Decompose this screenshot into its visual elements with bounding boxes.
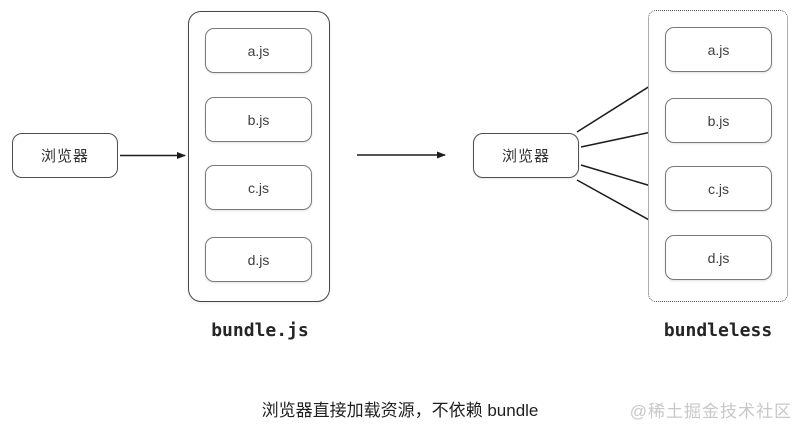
browser-label-left: 浏览器: [40, 148, 89, 165]
bundle-file-box-c: c.js: [205, 165, 312, 210]
file-label: a.js: [707, 41, 730, 58]
bundleless-file-box-d: d.js: [665, 235, 772, 280]
browser-box-right: 浏览器: [473, 133, 579, 178]
file-label: a.js: [247, 42, 270, 59]
file-label: c.js: [248, 179, 269, 196]
watermark: @稀土掘金技术社区: [629, 402, 792, 421]
bundle-container: a.js b.js c.js d.js: [188, 11, 330, 302]
bundle-file-box-d: d.js: [205, 237, 312, 282]
file-label: c.js: [708, 180, 729, 197]
bundleless-file-box-c: c.js: [665, 166, 772, 211]
bundle-file-box-b: b.js: [205, 97, 312, 142]
bundleless-file-box-b: b.js: [665, 98, 772, 143]
bundleless-container: a.js b.js c.js d.js: [648, 10, 788, 302]
file-label: b.js: [707, 112, 730, 129]
browser-box-left: 浏览器: [12, 133, 118, 178]
bundleless-file-box-a: a.js: [665, 27, 772, 72]
file-label: b.js: [247, 111, 270, 128]
file-label: d.js: [247, 251, 270, 268]
bundle-label: bundle.js: [211, 320, 309, 341]
caption: 浏览器直接加载资源，不依赖 bundle: [261, 401, 539, 420]
file-label: d.js: [707, 249, 730, 266]
bundleless-label: bundleless: [663, 320, 773, 341]
browser-label-right: 浏览器: [501, 148, 550, 165]
bundle-file-box-a: a.js: [205, 28, 312, 73]
